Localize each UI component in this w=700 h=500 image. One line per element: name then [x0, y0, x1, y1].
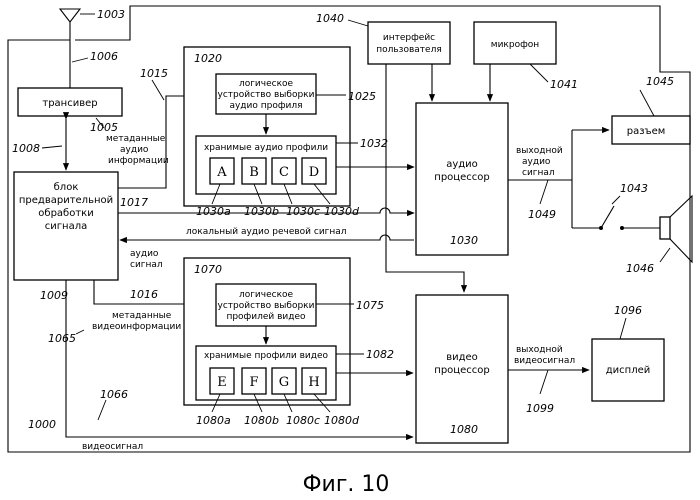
- ref-1030a: 1030a: [196, 205, 231, 218]
- ref-1066: 1066: [100, 388, 128, 401]
- ref-1003: 1003: [97, 8, 125, 21]
- audio-signal-line1: аудио: [130, 249, 159, 259]
- ref-1045: 1045: [646, 75, 674, 88]
- ref-1015: 1015: [140, 67, 168, 80]
- preproc-label-3: обработки: [38, 208, 93, 219]
- ui-label-1: интерфейс: [383, 33, 435, 43]
- ref-1030d: 1030d: [324, 205, 360, 218]
- video-profile-h-label: H: [308, 375, 319, 390]
- ref-1082: 1082: [366, 348, 394, 361]
- ref-1041: 1041: [550, 78, 578, 91]
- ref-1017: 1017: [120, 196, 148, 209]
- video-out-line2: видеосигнал: [514, 356, 575, 366]
- ref-1080: 1080: [450, 423, 478, 436]
- ref-1080c: 1080c: [286, 414, 320, 427]
- audio-out-line2: аудио: [522, 157, 551, 167]
- audio-signal-line2: сигнал: [130, 260, 163, 270]
- ref-1016: 1016: [130, 288, 158, 301]
- audio-out-line3: сигнал: [522, 168, 555, 178]
- switch-icon: [572, 206, 660, 230]
- ref-1080b: 1080b: [244, 414, 279, 427]
- video-proc-label-2: процессор: [434, 365, 489, 376]
- preproc-label-1: блок: [54, 182, 79, 193]
- ui-label-2: пользователя: [376, 45, 442, 55]
- ref-1046: 1046: [626, 262, 654, 275]
- video-meta-line2: видеоинформации: [92, 322, 181, 332]
- video-profile-f-label: F: [249, 375, 258, 390]
- ref-1020: 1020: [194, 52, 222, 65]
- audio-meta-line2: аудио: [120, 145, 149, 155]
- video-out-line1: выходной: [516, 345, 563, 355]
- ref-1099: 1099: [526, 402, 554, 415]
- video-selector-label-2: устройство выборки: [218, 301, 315, 311]
- audio-profile-d-label: D: [309, 165, 319, 180]
- ref-1025: 1025: [348, 90, 376, 103]
- audio-meta-line3: информации: [108, 156, 169, 166]
- figure-caption: Фиг. 10: [303, 472, 390, 497]
- ref-1006: 1006: [90, 50, 118, 63]
- antenna-icon: [60, 9, 80, 88]
- audio-out-line1: выходной: [516, 146, 563, 156]
- ref-1008: 1008: [12, 142, 40, 155]
- audio-profile-a-label: A: [216, 165, 227, 180]
- ref-1009: 1009: [40, 289, 68, 302]
- ref-1065: 1065: [48, 332, 76, 345]
- ref-1070: 1070: [194, 263, 222, 276]
- transceiver-label: трансивер: [42, 98, 97, 109]
- ref-1049: 1049: [528, 208, 556, 221]
- audio-selector-label-3: аудио профиля: [229, 101, 302, 111]
- video-selector-label-1: логическое: [239, 290, 294, 300]
- audio-store-label: хранимые аудио профили: [204, 143, 328, 153]
- audio-meta-line1: метаданные: [106, 134, 166, 144]
- ref-1005: 1005: [90, 121, 118, 134]
- ref-1000: 1000: [28, 418, 56, 431]
- ref-1075: 1075: [356, 299, 384, 312]
- speaker-icon: [660, 196, 692, 262]
- ref-1080d: 1080d: [324, 414, 360, 427]
- video-store-label: хранимые профили видео: [204, 351, 329, 361]
- audio-selector-label-1: логическое: [239, 79, 294, 89]
- preproc-label-2: предварительной: [19, 195, 113, 206]
- video-profile-g-label: G: [279, 375, 289, 390]
- audio-proc-label-1: аудио: [446, 159, 478, 170]
- mic-label: микрофон: [491, 40, 539, 50]
- local-voice-label: локальный аудио речевой сигнал: [186, 227, 347, 237]
- video-signal-label: видеосигнал: [82, 442, 143, 452]
- ref-1032: 1032: [360, 137, 388, 150]
- ref-1043: 1043: [620, 182, 648, 195]
- ref-1030b: 1030b: [244, 205, 279, 218]
- audio-profile-c-label: C: [279, 165, 289, 180]
- ref-1096: 1096: [614, 304, 642, 317]
- ui-block: [368, 22, 450, 64]
- audio-proc-label-2: процессор: [434, 172, 489, 183]
- display-label: дисплей: [606, 365, 651, 376]
- ref-1030: 1030: [450, 234, 478, 247]
- audio-profile-b-label: B: [249, 165, 259, 180]
- video-proc-label-1: видео: [446, 352, 478, 363]
- video-meta-line1: метаданные: [112, 311, 172, 321]
- ref-1080a: 1080a: [196, 414, 231, 427]
- ref-1030c: 1030c: [286, 205, 320, 218]
- video-profile-e-label: E: [217, 375, 227, 390]
- connector-label: разъем: [627, 126, 666, 137]
- audio-selector-label-2: устройство выборки: [218, 90, 315, 100]
- preproc-label-4: сигнала: [45, 221, 87, 232]
- ref-1040: 1040: [316, 12, 344, 25]
- video-selector-label-3: профилей видео: [226, 312, 306, 322]
